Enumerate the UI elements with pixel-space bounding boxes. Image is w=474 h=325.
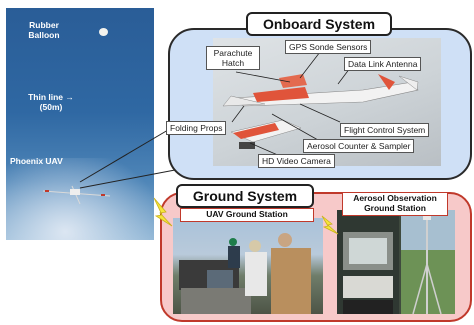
- gps-sonde-callout: GPS Sonde Sensors: [285, 40, 372, 54]
- data-link-antenna-callout: Data Link Antenna: [344, 57, 422, 71]
- ground-crew-icon: [179, 233, 311, 314]
- balloon-icon: [99, 28, 108, 36]
- flight-control-callout: Flight Control System: [340, 123, 430, 137]
- aerosol-station-photo: [337, 210, 455, 314]
- thin-line-label: Thin line → (50m): [28, 92, 74, 112]
- lightning-icon: [153, 197, 173, 227]
- aerosol-station-icon: [337, 210, 455, 314]
- uav-label: Phoenix UAV: [10, 156, 63, 166]
- sky-photo: Rubber Balloon Thin line → (50m) Phoenix…: [6, 8, 154, 240]
- onboard-title: Onboard System: [246, 12, 392, 36]
- aircraft-icon: [222, 74, 419, 149]
- parachute-hatch-callout: Parachute Hatch: [206, 46, 260, 70]
- cloud-haze: [6, 158, 154, 240]
- uav-station-label: UAV Ground Station: [180, 208, 314, 222]
- ground-title: Ground System: [176, 184, 314, 208]
- uav-in-sky-icon: [42, 185, 111, 205]
- hd-video-camera-callout: HD Video Camera: [258, 154, 335, 168]
- aerosol-counter-callout: Aerosol Counter & Sampler: [303, 139, 415, 153]
- lightning-icon-2: [321, 215, 339, 235]
- balloon-label: Rubber Balloon: [28, 20, 60, 40]
- aerosol-station-label: Aerosol Observation Ground Station: [342, 192, 448, 216]
- folding-props-callout: Folding Props: [166, 121, 227, 135]
- uav-ground-station-photo: [173, 218, 323, 314]
